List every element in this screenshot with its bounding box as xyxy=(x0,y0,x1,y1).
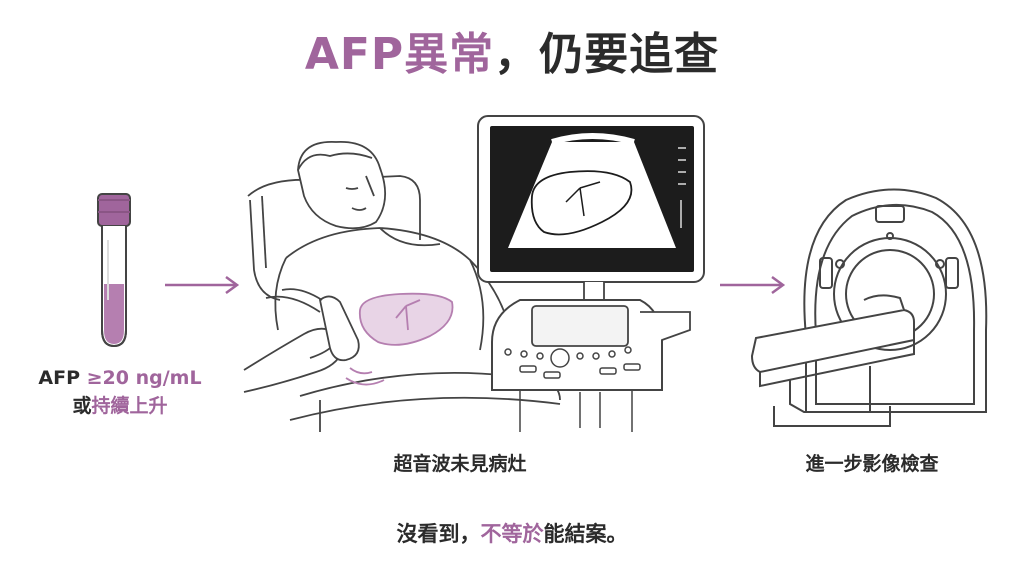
footer-emphasis: 不等於 xyxy=(480,522,544,546)
footer-part1: 沒看到， xyxy=(396,522,481,546)
footer-message: 沒看到，不等於能結案。 xyxy=(0,518,1024,548)
ultrasound-caption: 超音波未見病灶 xyxy=(393,453,527,475)
rising-label: 持續上升 xyxy=(91,395,168,417)
ct-scanner-illustration xyxy=(750,188,988,427)
test-tube-icon xyxy=(97,193,131,348)
afp-label: AFP xyxy=(38,367,87,389)
afp-threshold: ≥20 ng/mL xyxy=(86,367,202,389)
title-accent: AFP異常 xyxy=(304,29,495,80)
footer-part3: 能結案。 xyxy=(543,522,628,546)
page-title: AFP異常，仍要追查 xyxy=(0,18,1024,82)
imaging-caption: 進一步影像檢查 xyxy=(805,453,939,475)
arrow-right-icon xyxy=(720,275,786,295)
or-label: 或 xyxy=(72,395,92,417)
title-rest: ，仍要追查 xyxy=(494,29,720,80)
test-tube-caption: AFP ≥20 ng/mL 或持續上升 xyxy=(20,364,220,420)
arrow-right-icon xyxy=(165,275,240,295)
ultrasound-monitor-illustration xyxy=(477,115,705,432)
